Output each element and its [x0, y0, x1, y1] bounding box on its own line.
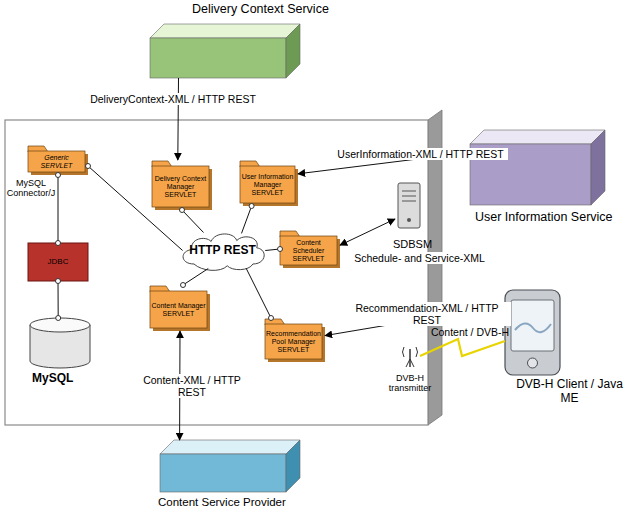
edge-label: Schedule- and Service-XML	[352, 252, 487, 264]
server-led	[407, 218, 411, 222]
node-shape	[395, 183, 423, 228]
server-body	[398, 183, 420, 228]
edge-label: Content-XML / HTTP REST	[128, 374, 256, 398]
connector-dot	[278, 247, 283, 252]
box-top	[470, 130, 605, 144]
node-label: SDBSM	[393, 238, 453, 251]
connector-line	[58, 175, 59, 243]
node-shape	[30, 318, 90, 368]
node-label: User Information Service	[475, 210, 625, 224]
antenna-icon: DVB-H transmitter	[400, 345, 420, 367]
node-label: DVB-H Client / Java ME	[513, 378, 626, 406]
node-label: Delivery Context Manager SERVLET	[153, 167, 208, 207]
server-icon: SDBSM	[395, 183, 423, 228]
connector-line	[182, 210, 204, 233]
connector-dot	[86, 164, 91, 169]
node-shape	[150, 24, 300, 78]
database-cylinder: MySQL	[30, 318, 90, 368]
cylinder-top	[30, 318, 90, 332]
edge-label: Content / DVB-H	[430, 326, 510, 338]
connector-dot	[249, 204, 254, 209]
box-top	[160, 440, 300, 454]
phone-body	[505, 290, 560, 375]
antenna-waves	[403, 347, 418, 357]
service-box: Delivery Context Service	[150, 24, 300, 78]
box-side	[286, 24, 300, 78]
connector-dot	[56, 173, 61, 178]
connector-box: JDBC	[28, 243, 88, 281]
service-box: Content Service Provider	[160, 440, 300, 492]
connector-dot	[56, 316, 61, 321]
phone-device: DVB-H Client / Java ME	[505, 290, 560, 375]
node-shape	[505, 290, 560, 375]
folder-body	[150, 291, 207, 328]
jdbc-box	[28, 243, 88, 281]
node-label: User Information Manager SERVLET	[241, 167, 294, 203]
folder-body	[240, 166, 295, 203]
edge-label: Recommendation-XML / HTTP REST	[343, 302, 511, 326]
node-label: Delivery Context Service	[192, 2, 362, 16]
box-front	[150, 38, 286, 78]
node-shape	[400, 345, 420, 367]
folder-body	[152, 166, 209, 207]
box-top	[150, 24, 300, 38]
phone-button	[528, 358, 538, 368]
box-side	[591, 130, 605, 205]
servlet-folder: Recommendation Pool Manager SERVLET	[265, 318, 325, 362]
node-label: Recommendation Pool Manager SERVLET	[266, 325, 321, 359]
phone-screen	[511, 300, 554, 351]
node-label: Content Manager SERVLET	[151, 292, 206, 328]
antenna-legs	[406, 359, 414, 367]
connector-dot	[181, 283, 186, 288]
servlet-folder: Delivery Context Manager SERVLET	[152, 160, 212, 210]
connector-dot	[269, 316, 274, 321]
box-side	[286, 440, 300, 492]
box-front	[160, 454, 286, 492]
connector-dot	[180, 208, 185, 213]
node-label: MySQL	[32, 372, 102, 386]
node-label: DVB-H transmitter	[380, 373, 440, 394]
servlet-folder: Content Manager SERVLET	[150, 285, 210, 331]
node-label: Content Scheduler SERVLET	[281, 237, 336, 265]
connector-dot	[56, 279, 61, 284]
server-frame	[5, 120, 428, 425]
connector-line	[242, 206, 252, 233]
edge-label: DeliveryContext-XML / HTTP REST	[78, 93, 268, 105]
server-slot	[402, 201, 416, 202]
node-shape	[470, 130, 605, 205]
folder-body	[28, 151, 85, 172]
edge-label: UserInformation-XML / HTTP REST	[333, 148, 508, 160]
server-slot	[402, 191, 416, 192]
connector-dot	[56, 241, 61, 246]
node-label: HTTP REST	[176, 228, 269, 273]
edge-label: MySQL Connector/J	[6, 178, 56, 199]
connector-line	[340, 219, 395, 245]
folder-body	[280, 236, 337, 265]
connector-line	[88, 166, 183, 251]
cloud-shape: HTTP REST	[175, 228, 270, 273]
node-label: JDBC	[29, 243, 87, 281]
server-slot	[402, 196, 416, 197]
folder-body	[265, 324, 322, 359]
servlet-folder: Content Scheduler SERVLET	[280, 230, 340, 268]
connector-line	[183, 269, 208, 286]
connector-line	[265, 249, 280, 251]
service-box: User Information Service	[470, 130, 605, 205]
node-label: Content Service Provider	[158, 496, 318, 508]
phone-screen-art	[515, 323, 551, 332]
connector-line	[246, 269, 271, 319]
connector-line	[58, 281, 59, 318]
connector-line	[420, 339, 505, 356]
node-shape	[160, 440, 300, 492]
servlet-folder: Generic SERVLET	[28, 145, 88, 175]
node-label: Generic SERVLET	[29, 152, 84, 172]
servlet-folder: User Information Manager SERVLET	[240, 160, 298, 206]
connector-line	[177, 78, 179, 160]
